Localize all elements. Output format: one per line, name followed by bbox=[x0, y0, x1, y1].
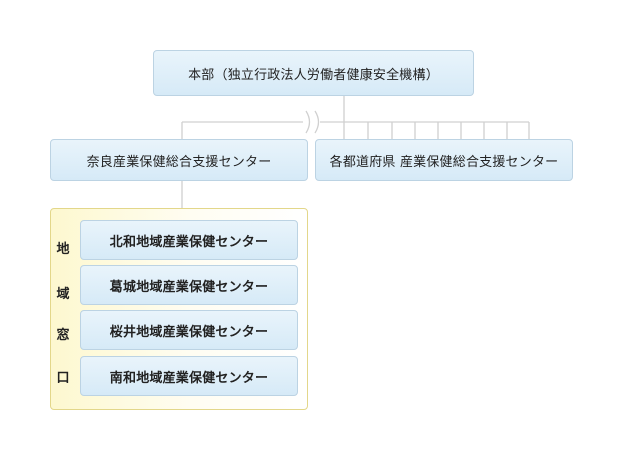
headquarters-label: 本部（独立行政法人労働者健康安全機構） bbox=[188, 67, 439, 83]
prefecture-centers-label: 各都道府県 産業保健総合支援センター bbox=[329, 154, 559, 170]
regional-office-label: 北和地域産業保健センター bbox=[109, 234, 269, 250]
regional-office-box: 桜井地域産業保健センター bbox=[80, 310, 298, 350]
break-mark-left bbox=[305, 110, 311, 134]
headquarters-box: 本部（独立行政法人労働者健康安全機構） bbox=[153, 50, 474, 96]
regional-side-label-char: 域 bbox=[56, 287, 70, 302]
regional-office-label: 桜井地域産業保健センター bbox=[109, 324, 269, 340]
break-mark-right bbox=[314, 110, 320, 134]
regional-office-box: 北和地域産業保健センター bbox=[80, 220, 298, 260]
regional-office-box: 南和地域産業保健センター bbox=[80, 356, 298, 396]
regional-office-label: 葛城地域産業保健センター bbox=[109, 279, 269, 295]
nara-center-label: 奈良産業保健総合支援センター bbox=[86, 154, 272, 170]
regional-side-label-char: 地 bbox=[56, 242, 70, 257]
regional-side-label-char: 口 bbox=[56, 371, 70, 386]
regional-side-label-char: 窓 bbox=[56, 328, 70, 343]
regional-office-label: 南和地域産業保健センター bbox=[109, 370, 269, 386]
prefecture-centers-box: 各都道府県 産業保健総合支援センター bbox=[315, 139, 573, 181]
regional-office-box: 葛城地域産業保健センター bbox=[80, 265, 298, 305]
nara-center-box: 奈良産業保健総合支援センター bbox=[50, 139, 308, 181]
